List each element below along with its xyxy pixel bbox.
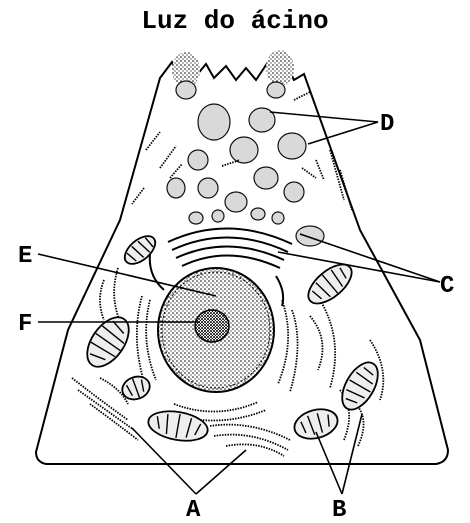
nucleolus (195, 310, 229, 342)
label-d: D (380, 111, 394, 138)
label-f: F (18, 311, 32, 338)
label-a: A (186, 497, 201, 523)
label-c: C (440, 273, 454, 300)
diagram-title: Luz do ácino (141, 6, 328, 36)
label-e: E (18, 243, 32, 270)
label-b: B (332, 497, 346, 523)
